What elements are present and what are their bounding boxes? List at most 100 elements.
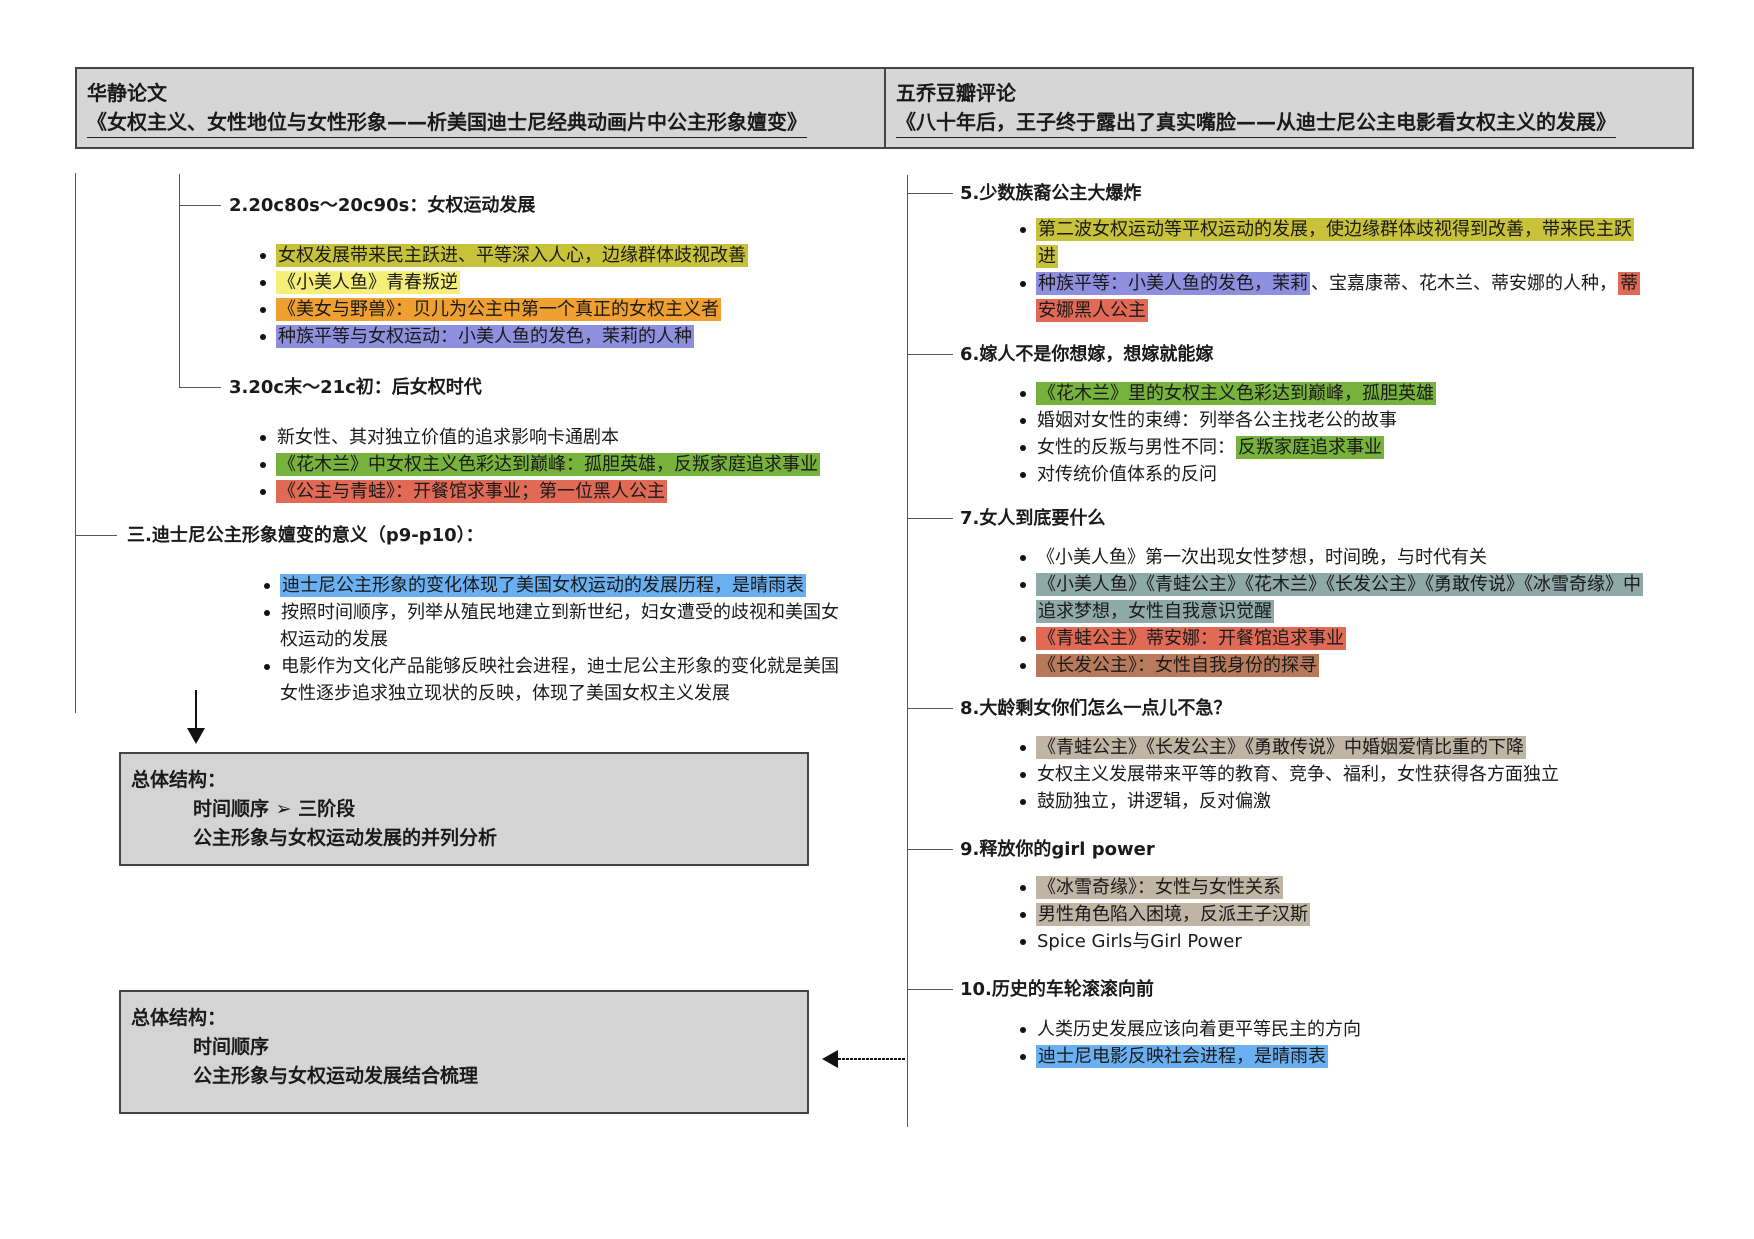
left-sub-trunk [179, 174, 180, 388]
list-item: 《小美人鱼》青春叛逆 [260, 269, 860, 296]
list-item: 《冰雪奇缘》：女性与女性关系 [1020, 874, 1650, 901]
structure-box-left: 总体结构： 时间顺序 ➢ 三阶段 公主形象与女权运动发展的并列分析 [119, 752, 809, 866]
list-item: 迪士尼电影反映社会进程，是晴雨表 [1020, 1043, 1650, 1070]
section-heading-2: 2.20c80s～20c90s：女权运动发展 [229, 195, 536, 216]
left-branch-s3 [179, 387, 221, 388]
left-arrow-head [822, 1050, 838, 1068]
item-text: 女权发展带来民主跃进、平等深入人心，边缘群体歧视改善 [276, 244, 748, 267]
right-branch-10 [907, 989, 953, 990]
section-heading-7: 7.女人到底要什么 [960, 508, 1106, 529]
item-text: 、宝嘉康蒂、花木兰、蒂安娜的人种， [1311, 273, 1617, 294]
item-text: 《冰雪奇缘》：女性与女性关系 [1036, 876, 1283, 899]
section-2-list: 女权发展带来民主跃进、平等深入人心，边缘群体歧视改善 《小美人鱼》青春叛逆 《美… [260, 242, 860, 350]
list-item: 《长发公主》：女性自我身份的探寻 [1020, 652, 1650, 679]
section-5-list: 第二波女权运动等平权运动的发展，使边缘群体歧视得到改善，带来民主跃进种族平等：小… [1020, 216, 1650, 324]
section-heading-8: 8.大龄剩女你们怎么一点儿不急？ [960, 698, 1232, 719]
right-branch-7 [907, 518, 953, 519]
list-item: 男性角色陷入困境，反派王子汉斯 [1020, 901, 1650, 928]
item-text: 男性角色陷入困境，反派王子汉斯 [1036, 903, 1310, 926]
item-text: 《小美人鱼》第一次出现女性梦想，时间晚，与时代有关 [1037, 547, 1487, 568]
list-item: 人类历史发展应该向着更平等民主的方向 [1020, 1016, 1650, 1043]
right-branch-6 [907, 354, 953, 355]
section-heading-meaning: 三.迪士尼公主形象嬗变的意义（p9-p10）： [127, 525, 484, 546]
section-meaning-list: 迪士尼公主形象的变化体现了美国女权运动的发展历程，是晴雨表 按照时间顺序，列举从… [264, 572, 844, 707]
item-text: 《长发公主》：女性自我身份的探寻 [1036, 654, 1319, 677]
item-text: 种族平等：小美人鱼的发色，茉莉 [1036, 272, 1310, 295]
item-text: 《青蛙公主》《长发公主》《勇敢传说》中婚姻爱情比重的下降 [1036, 736, 1526, 759]
list-item: 种族平等与女权运动：小美人鱼的发色，茉莉的人种 [260, 323, 860, 350]
item-text: 鼓励独立，讲逻辑，反对偏激 [1037, 791, 1271, 812]
list-item: 女权主义发展带来平等的教育、竞争、福利，女性获得各方面独立 [1020, 761, 1650, 788]
right-source-subtitle: 《八十年后，王子终于露出了真实嘴脸——从迪士尼公主电影看女权主义的发展》 [896, 108, 1616, 138]
section-heading-5: 5.少数族裔公主大爆炸 [960, 183, 1142, 204]
structure-box-line: 时间顺序 ➢ 三阶段 [193, 798, 356, 820]
item-text: 新女性、其对独立价值的追求影响卡通剧本 [277, 427, 619, 448]
list-item: 《小美人鱼》《青蛙公主》《花木兰》《长发公主》《勇敢传说》《冰雪奇缘》中追求梦想… [1020, 571, 1650, 625]
section-8-list: 《青蛙公主》《长发公主》《勇敢传说》中婚姻爱情比重的下降女权主义发展带来平等的教… [1020, 734, 1650, 815]
section-6-list: 《花木兰》里的女权主义色彩达到巅峰，孤胆英雄婚姻对女性的束缚：列举各公主找老公的… [1020, 380, 1650, 488]
structure-box-line: 时间顺序 [193, 1036, 270, 1058]
list-item: 《花木兰》里的女权主义色彩达到巅峰，孤胆英雄 [1020, 380, 1650, 407]
list-item: 迪士尼公主形象的变化体现了美国女权运动的发展历程，是晴雨表 [264, 572, 844, 599]
section-10-list: 人类历史发展应该向着更平等民主的方向迪士尼电影反映社会进程，是晴雨表 [1020, 1016, 1650, 1070]
right-branch-5 [907, 193, 953, 194]
structure-box-title: 总体结构： [131, 1007, 227, 1029]
item-text: 《青蛙公主》蒂安娜：开餐馆追求事业 [1036, 627, 1346, 650]
left-source-title: 华静论文 [87, 81, 167, 105]
left-main-trunk [75, 173, 76, 713]
right-source-title: 五乔豆瓣评论 [896, 81, 1016, 105]
item-text: 《花木兰》里的女权主义色彩达到巅峰，孤胆英雄 [1036, 382, 1436, 405]
list-item: 女性的反叛与男性不同：反叛家庭追求事业 [1020, 434, 1650, 461]
item-text: 人类历史发展应该向着更平等民主的方向 [1037, 1019, 1361, 1040]
down-arrow-head [187, 728, 205, 744]
left-branch-meaning [75, 535, 117, 536]
item-text: 女性的反叛与男性不同： [1037, 437, 1235, 458]
item-text: Spice Girls与Girl Power [1037, 931, 1242, 952]
item-text: 按照时间顺序，列举从殖民地建立到新世纪，妇女遭受的歧视和美国女权运动的发展 [280, 602, 839, 650]
list-item: 按照时间顺序，列举从殖民地建立到新世纪，妇女遭受的歧视和美国女权运动的发展 [264, 599, 844, 653]
item-text: 对传统价值体系的反问 [1037, 464, 1217, 485]
list-item: 婚姻对女性的束缚：列举各公主找老公的故事 [1020, 407, 1650, 434]
item-text: 种族平等与女权运动：小美人鱼的发色，茉莉的人种 [276, 325, 694, 348]
right-source-header: 五乔豆瓣评论 《八十年后，王子终于露出了真实嘴脸——从迪士尼公主电影看女权主义的… [884, 67, 1694, 149]
left-source-header: 华静论文 《女权主义、女性地位与女性形象——析美国迪士尼经典动画片中公主形象嬗变… [75, 67, 886, 149]
list-item: 种族平等：小美人鱼的发色，茉莉、宝嘉康蒂、花木兰、蒂安娜的人种，蒂安娜黑人公主 [1020, 270, 1650, 324]
section-7-list: 《小美人鱼》第一次出现女性梦想，时间晚，与时代有关《小美人鱼》《青蛙公主》《花木… [1020, 544, 1650, 679]
list-item: 对传统价值体系的反问 [1020, 461, 1650, 488]
section-heading-10: 10.历史的车轮滚滚向前 [960, 979, 1154, 1000]
structure-box-line: 公主形象与女权运动发展结合梳理 [193, 1065, 479, 1087]
list-item: 《青蛙公主》蒂安娜：开餐馆追求事业 [1020, 625, 1650, 652]
structure-box-line: 公主形象与女权运动发展的并列分析 [193, 827, 498, 849]
list-item: 《青蛙公主》《长发公主》《勇敢传说》中婚姻爱情比重的下降 [1020, 734, 1650, 761]
list-item: 电影作为文化产品能够反映社会进程，迪士尼公主形象的变化就是美国女性逐步追求独立现… [264, 653, 844, 707]
item-text: 《小美人鱼》青春叛逆 [276, 271, 460, 294]
item-text: 《美女与野兽》：贝儿为公主中第一个真正的女权主义者 [276, 298, 721, 321]
section-heading-6: 6.嫁人不是你想嫁，想嫁就能嫁 [960, 344, 1214, 365]
list-item: 《小美人鱼》第一次出现女性梦想，时间晚，与时代有关 [1020, 544, 1650, 571]
item-text: 婚姻对女性的束缚：列举各公主找老公的故事 [1037, 410, 1397, 431]
list-item: 鼓励独立，讲逻辑，反对偏激 [1020, 788, 1650, 815]
section-9-list: 《冰雪奇缘》：女性与女性关系男性角色陷入困境，反派王子汉斯 Spice Girls… [1020, 874, 1650, 955]
item-text: 迪士尼电影反映社会进程，是晴雨表 [1036, 1045, 1328, 1068]
right-branch-9 [907, 849, 953, 850]
list-item: 《美女与野兽》：贝儿为公主中第一个真正的女权主义者 [260, 296, 860, 323]
item-text: 女权主义发展带来平等的教育、竞争、福利，女性获得各方面独立 [1037, 764, 1559, 785]
list-item: 《花木兰》中女权主义色彩达到巅峰：孤胆英雄，反叛家庭追求事业 [260, 451, 880, 478]
list-item: 新女性、其对独立价值的追求影响卡通剧本 [260, 424, 880, 451]
left-branch-s2 [179, 205, 221, 206]
list-item: 第二波女权运动等平权运动的发展，使边缘群体歧视得到改善，带来民主跃进 [1020, 216, 1650, 270]
right-main-trunk [907, 175, 908, 1127]
item-text: 《公主与青蛙》：开餐馆求事业；第一位黑人公主 [276, 480, 667, 503]
section-3-list: 新女性、其对独立价值的追求影响卡通剧本 《花木兰》中女权主义色彩达到巅峰：孤胆英… [260, 424, 880, 505]
left-source-subtitle: 《女权主义、女性地位与女性形象——析美国迪士尼经典动画片中公主形象嬗变》 [87, 108, 807, 138]
list-item: 女权发展带来民主跃进、平等深入人心，边缘群体歧视改善 [260, 242, 860, 269]
item-text: 《花木兰》中女权主义色彩达到巅峰：孤胆英雄，反叛家庭追求事业 [276, 453, 820, 476]
item-text: 迪士尼公主形象的变化体现了美国女权运动的发展历程，是晴雨表 [280, 574, 806, 597]
section-heading-3: 3.20c末～21c初：后女权时代 [229, 377, 482, 398]
item-text: 反叛家庭追求事业 [1236, 436, 1384, 459]
right-branch-8 [907, 708, 953, 709]
structure-box-title: 总体结构： [131, 769, 227, 791]
section-heading-9: 9.释放你的girl power [960, 839, 1155, 860]
list-item: 《公主与青蛙》：开餐馆求事业；第一位黑人公主 [260, 478, 880, 505]
structure-box-right: 总体结构： 时间顺序 公主形象与女权运动发展结合梳理 [119, 990, 809, 1114]
